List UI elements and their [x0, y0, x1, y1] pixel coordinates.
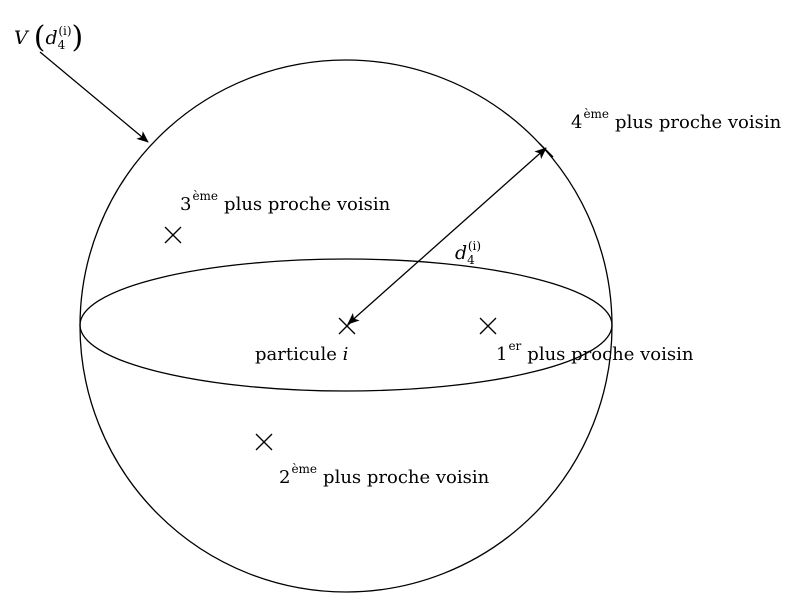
first-neighbor-rank: 1	[496, 344, 508, 365]
volume-distance-superscript: (i)	[58, 24, 72, 38]
distance-subscript: 4	[467, 253, 475, 267]
distance-symbol: d	[455, 242, 468, 264]
particle-i-marker	[338, 317, 356, 335]
third-neighbor-suffix: ème	[192, 189, 219, 203]
fourth-neighbor-suffix: ème	[583, 107, 610, 121]
volume-label: V (d4(i))	[14, 20, 84, 55]
particle-label: particule i	[255, 346, 348, 364]
volume-symbol: V	[14, 27, 28, 49]
second-neighbor-marker	[255, 433, 273, 451]
second-neighbor-label: 2ème plus proche voisin	[279, 463, 490, 488]
first-neighbor-marker	[479, 317, 497, 335]
particle-index: i	[342, 344, 349, 365]
fourth-neighbor-label: 4ème plus proche voisin	[571, 108, 782, 133]
distance-superscript: (i)	[467, 239, 482, 253]
volume-distance-symbol: d	[45, 27, 58, 49]
third-neighbor-label: 3ème plus proche voisin	[180, 190, 391, 215]
equator-ellipse	[79, 258, 613, 392]
radius-arrow	[347, 147, 547, 325]
volume-distance-subscript: 4	[57, 38, 66, 52]
first-neighbor-label: 1er plus proche voisin	[496, 340, 694, 365]
volume-pointer-arrow	[39, 51, 149, 143]
fourth-neighbor-tick	[538, 142, 554, 158]
third-neighbor-rank: 3	[180, 194, 192, 215]
first-neighbor-text: plus proche voisin	[527, 344, 694, 365]
third-neighbor-marker	[164, 226, 182, 244]
third-neighbor-text: plus proche voisin	[224, 194, 391, 215]
sphere-outline	[79, 59, 613, 593]
particle-text: particule	[255, 344, 337, 365]
fourth-neighbor-text: plus proche voisin	[615, 112, 782, 133]
second-neighbor-text: plus proche voisin	[323, 467, 490, 488]
second-neighbor-rank: 2	[279, 467, 291, 488]
first-neighbor-suffix: er	[508, 339, 522, 353]
fourth-neighbor-rank: 4	[571, 112, 583, 133]
distance-label: d4(i)	[455, 240, 481, 266]
second-neighbor-suffix: ème	[291, 462, 318, 476]
